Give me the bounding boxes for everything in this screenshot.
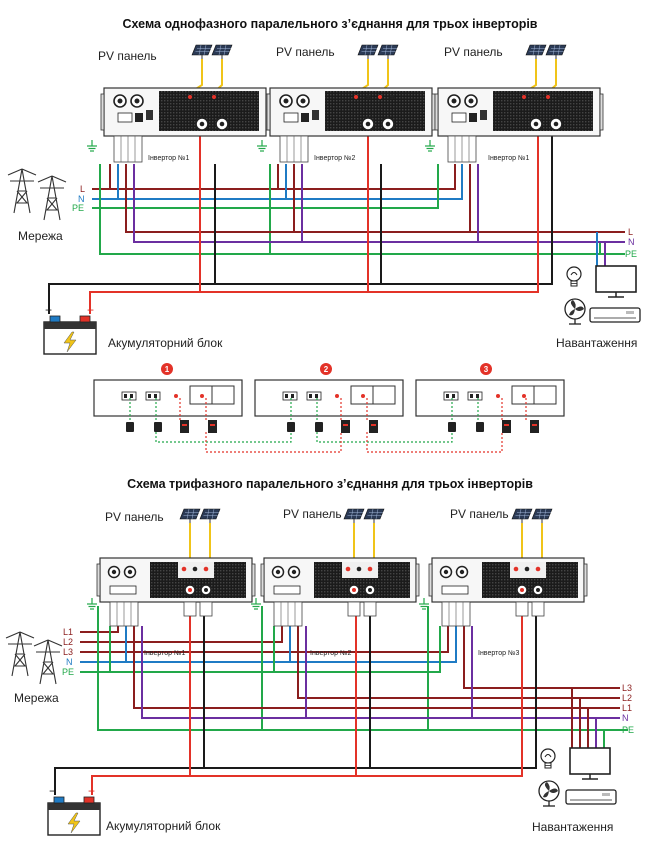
load-line-l-label: L — [628, 227, 633, 237]
grid-line-l1-label: L1 — [63, 627, 73, 637]
load-line-n-label: N — [628, 237, 635, 247]
load-line-n — [133, 164, 625, 243]
load-line-n-3p — [141, 626, 620, 719]
fan-icon — [564, 298, 586, 325]
ground-icon — [424, 139, 436, 152]
number-badge-3: 3 — [480, 363, 492, 375]
battery-plus-label-3p: + — [88, 784, 95, 798]
battery-wires — [48, 112, 553, 314]
svg-text:3: 3 — [484, 365, 489, 374]
air-conditioner-icon — [589, 307, 641, 323]
solar-panel-icon — [357, 44, 399, 60]
battery-wires-3p — [54, 610, 537, 795]
light-bulb-icon — [566, 266, 582, 287]
svg-text:1: 1 — [165, 365, 170, 374]
battery-minus-label-3p: − — [49, 784, 56, 798]
tv-icon — [569, 747, 611, 780]
pv-label-3p-1: PV панель — [105, 510, 164, 524]
load-line-l2-label: L2 — [622, 693, 632, 703]
grid-line-l1 — [80, 626, 119, 633]
light-bulb-icon — [540, 748, 556, 769]
load-line-l3-label: L3 — [622, 683, 632, 693]
ground-icon — [256, 139, 268, 152]
inverter-label-2: Інвертор №2 — [314, 155, 355, 162]
parallel-box-2 — [254, 379, 404, 417]
inverter-2 — [266, 87, 436, 163]
connector-plugs — [126, 420, 539, 433]
solar-panel-icon — [511, 508, 553, 524]
solar-panel-icon — [191, 44, 233, 60]
number-badge-1: 1 — [161, 363, 173, 375]
grid-line-pe-label: PE — [72, 203, 84, 213]
load-drop-wires — [571, 688, 605, 748]
inverter-3p-1 — [96, 557, 256, 627]
pv-label-2: PV панель — [276, 45, 335, 59]
grid-line-n-label: N — [78, 194, 85, 204]
pv-label-3p-2: PV панель — [283, 507, 342, 521]
inverter-label-3: Інвертор №1 — [488, 155, 529, 162]
svg-text:2: 2 — [324, 365, 329, 374]
load-line-l1-label: L1 — [622, 703, 632, 713]
battery-plus-label: + — [87, 303, 94, 317]
inverter-3p-2 — [260, 557, 420, 627]
load-line-l1 — [133, 626, 620, 709]
number-badge-2: 2 — [320, 363, 332, 375]
inverter-label-1: Інвертор №1 — [148, 155, 189, 162]
grid-line-pe-3p-label: PE — [62, 667, 74, 677]
grid-line-l — [92, 164, 456, 190]
pv-label-3: PV панель — [444, 45, 503, 59]
grid-line-n-3p — [80, 626, 457, 663]
parallel-cable-dotted — [129, 398, 527, 453]
load-label-3p: Навантаження — [532, 820, 613, 834]
three-phase-title: Схема трифазного паралельного з’єднання … — [127, 477, 533, 491]
load-line-n-3p-label: N — [622, 713, 629, 723]
battery-minus-label: − — [45, 303, 52, 317]
grid-line-n-3p-label: N — [66, 657, 73, 667]
inverter-label-3p-2: Інвертор №2 — [310, 650, 351, 657]
ground-icon — [86, 597, 98, 610]
inverter-3p-3 — [428, 557, 588, 627]
solar-panel-icon — [343, 508, 385, 524]
grid-line-pe-3p — [80, 606, 628, 731]
grid-label: Мережа — [18, 229, 63, 243]
load-label: Навантаження — [556, 336, 637, 350]
solar-panel-icon — [179, 508, 221, 524]
load-line-l3 — [463, 626, 620, 689]
inverter-1 — [100, 87, 270, 163]
grid-label-3p: Мережа — [14, 691, 59, 705]
ground-icon — [86, 139, 98, 152]
pv-label-3p-3: PV панель — [450, 507, 509, 521]
battery-icon — [43, 315, 97, 355]
power-pylon-icon — [7, 168, 67, 221]
battery-label-3p: Акумуляторний блок — [106, 819, 221, 833]
inverter-3 — [434, 87, 604, 163]
grid-line-l-label: L — [80, 184, 85, 194]
battery-label: Акумуляторний блок — [108, 336, 223, 350]
air-conditioner-icon — [565, 789, 617, 805]
single-phase-title: Схема однофазного паралельного з’єднання… — [123, 17, 538, 31]
load-line-pe-3p-label: PE — [622, 725, 634, 735]
load-line-l — [125, 164, 625, 233]
grid-line-l3-label: L3 — [63, 647, 73, 657]
parallel-box-1 — [93, 379, 243, 417]
inverter-label-3p-3: Інвертор №3 — [478, 650, 519, 657]
load-line-l2 — [297, 626, 620, 699]
inverter-label-3p-1: Інвертор №1 — [144, 650, 185, 657]
load-line-pe-label: PE — [625, 249, 637, 259]
grid-line-l3 — [80, 626, 449, 653]
grid-line-pe — [92, 164, 601, 255]
grid-line-l2-label: L2 — [63, 637, 73, 647]
battery-icon — [47, 796, 101, 836]
parallel-box-3 — [415, 379, 565, 417]
fan-icon — [538, 780, 560, 807]
power-pylon-icon — [5, 631, 63, 685]
solar-panel-icon — [525, 44, 567, 60]
tv-icon — [595, 265, 637, 298]
pv-label-1: PV панель — [98, 49, 157, 63]
grid-line-l2 — [80, 626, 283, 643]
